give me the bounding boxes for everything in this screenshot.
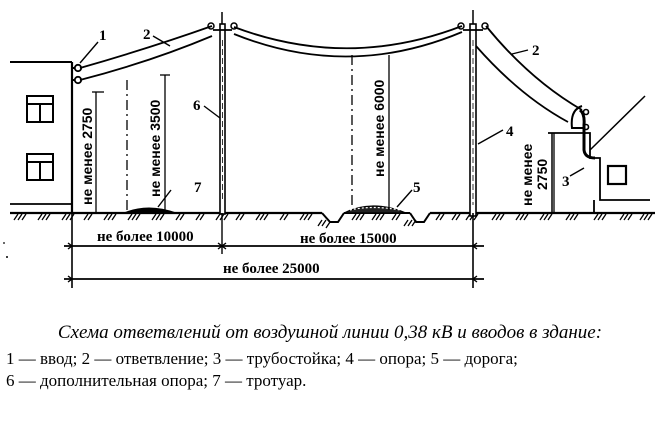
callout-4: 4 <box>506 124 514 140</box>
sidewalk-shape <box>123 207 177 214</box>
callout-3: 3 <box>562 174 570 190</box>
wires <box>79 25 583 123</box>
caption-title: Схема ответвлений от воздушной линии 0,3… <box>57 322 603 343</box>
span-label-total: не более 25000 <box>223 261 320 277</box>
callout-1: 1 <box>99 28 107 44</box>
callout-5: 5 <box>413 180 421 196</box>
height-label-right-entry-2: 2750 <box>534 159 550 190</box>
legend-line-2: 6 — дополнительная опора; 7 — тротуар. <box>6 371 307 390</box>
additional-pole <box>207 12 238 215</box>
callout-6: 6 <box>193 98 201 114</box>
callout-2-right: 2 <box>532 43 540 59</box>
legend: 1 — ввод; 2 — ответвление; 3 — трубостой… <box>0 348 660 392</box>
pipe-rack-shape <box>570 105 584 129</box>
legend-line-1: 1 — ввод; 2 — ответвление; 3 — трубостой… <box>6 349 518 368</box>
callouts <box>79 35 585 208</box>
span-dimensions <box>64 213 484 288</box>
window-icon <box>606 164 628 186</box>
figure-caption: Схема ответвлений от воздушной линии 0,3… <box>0 322 660 392</box>
ground <box>10 211 655 229</box>
right-building <box>548 95 650 213</box>
power-line-branch-diagram: не менее 2750 не менее 3500 не менее 600… <box>3 10 655 288</box>
height-label-left-entry: не менее 2750 <box>79 107 95 205</box>
height-labels: не менее 2750 не менее 3500 не менее 600… <box>79 79 550 206</box>
span-label-road: не более 15000 <box>300 231 397 247</box>
callout-2-left: 2 <box>143 27 151 43</box>
height-label-sidewalk: не менее 3500 <box>147 99 163 197</box>
left-building <box>10 61 83 213</box>
height-label-right-entry-1: не менее <box>519 143 535 206</box>
span-label-branch: не более 10000 <box>97 229 194 245</box>
height-dimensions <box>92 55 555 213</box>
height-label-road: не менее 6000 <box>371 79 387 177</box>
main-pole <box>457 10 489 217</box>
window-icon <box>26 95 54 123</box>
window-icon <box>26 153 54 181</box>
callout-7: 7 <box>194 180 202 196</box>
